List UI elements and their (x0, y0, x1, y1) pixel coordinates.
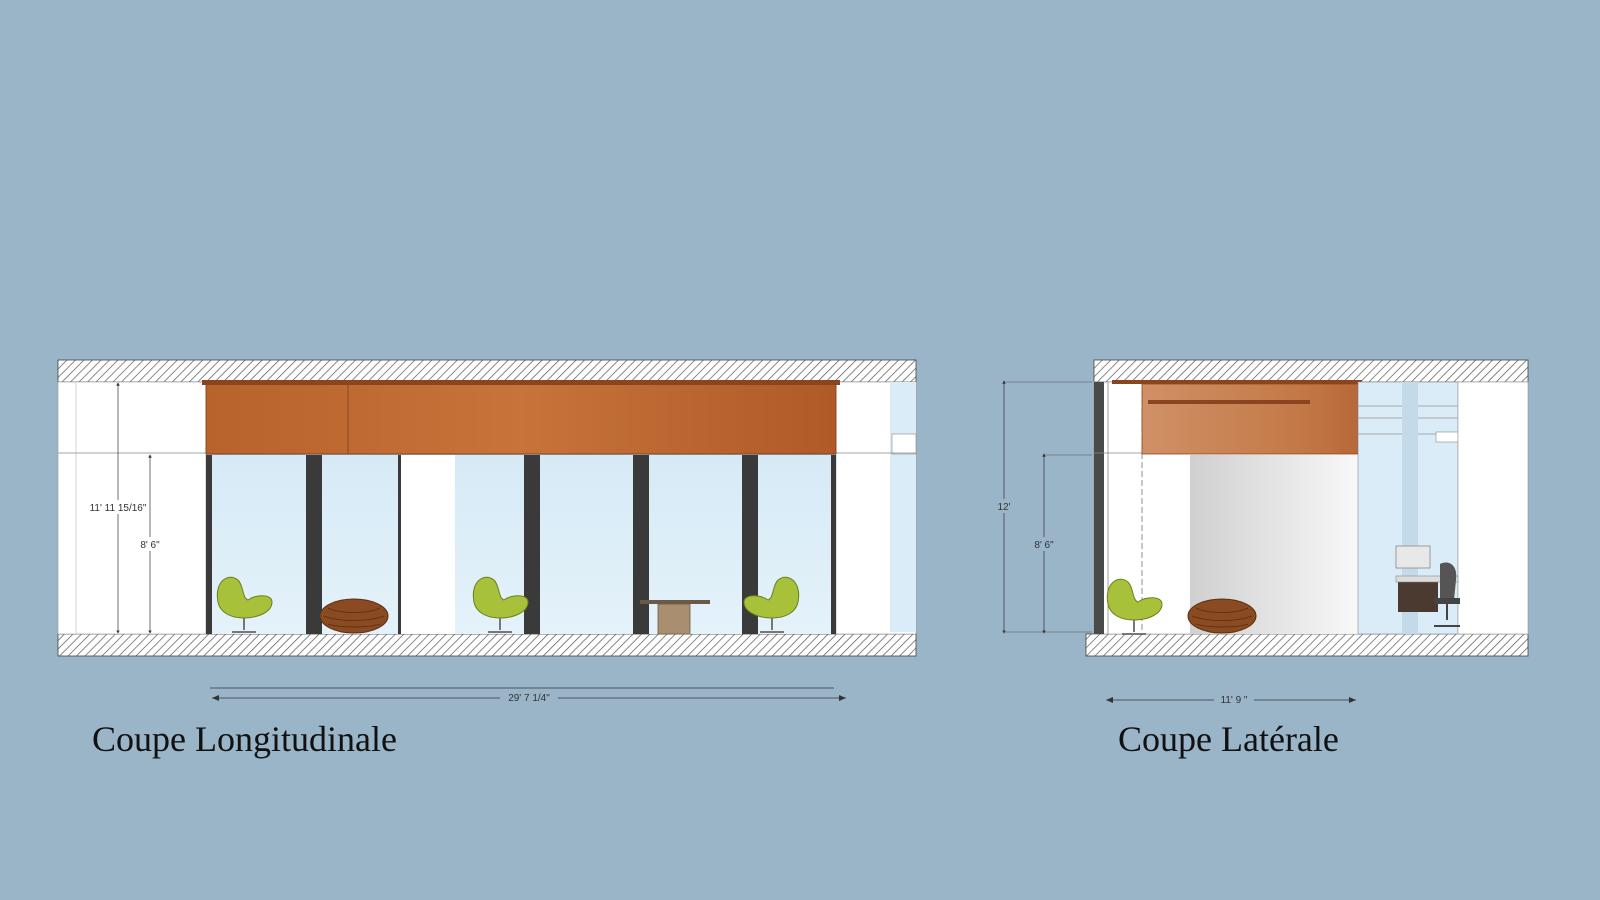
width-label: 11' 9 " (1221, 695, 1248, 706)
longitudinal-caption: Coupe Longitudinale (92, 719, 397, 759)
office-desk (1395, 545, 1459, 612)
armchair-icon (1106, 578, 1163, 635)
ceiling-slab (1093, 359, 1529, 383)
armchair-icon (743, 576, 800, 633)
armchair-icon (216, 576, 273, 633)
ceiling-slab (57, 359, 917, 383)
length-label: 29' 7 1/4" (508, 693, 550, 704)
total-height-label: 12' (997, 502, 1010, 513)
office-chair-icon (1434, 562, 1460, 627)
wood-bulkhead (1141, 383, 1359, 455)
white-panel (398, 455, 455, 634)
pouf-icon (319, 598, 389, 634)
lateral-section: 12' 8' 6" (994, 359, 1530, 665)
floor-slab (1085, 633, 1529, 657)
longitudinal-section-drawing: 11' 11 15/16" 8' 6" (57, 359, 917, 689)
ceiling-height-label: 8' 6" (1034, 540, 1054, 551)
wood-bulkhead (205, 381, 837, 455)
lateral-caption: Coupe Latérale (1118, 719, 1339, 759)
armchair-icon (472, 576, 529, 633)
longitudinal-length-dimension: 29' 7 1/4" (212, 691, 846, 704)
lateral-width-dimension: 11' 9 " (1106, 693, 1356, 706)
mullions (206, 455, 836, 634)
pouf-icon (1187, 598, 1257, 634)
longitudinal-section: 11' 11 15/16" 8' 6" (57, 359, 938, 689)
ceiling-height-label: 8' 6" (140, 540, 160, 551)
lateral-section-drawing: 12' 8' 6" (994, 359, 1529, 657)
total-height-label: 11' 11 15/16" (90, 503, 147, 514)
side-table-icon (640, 600, 710, 635)
floor-slab (57, 633, 917, 657)
